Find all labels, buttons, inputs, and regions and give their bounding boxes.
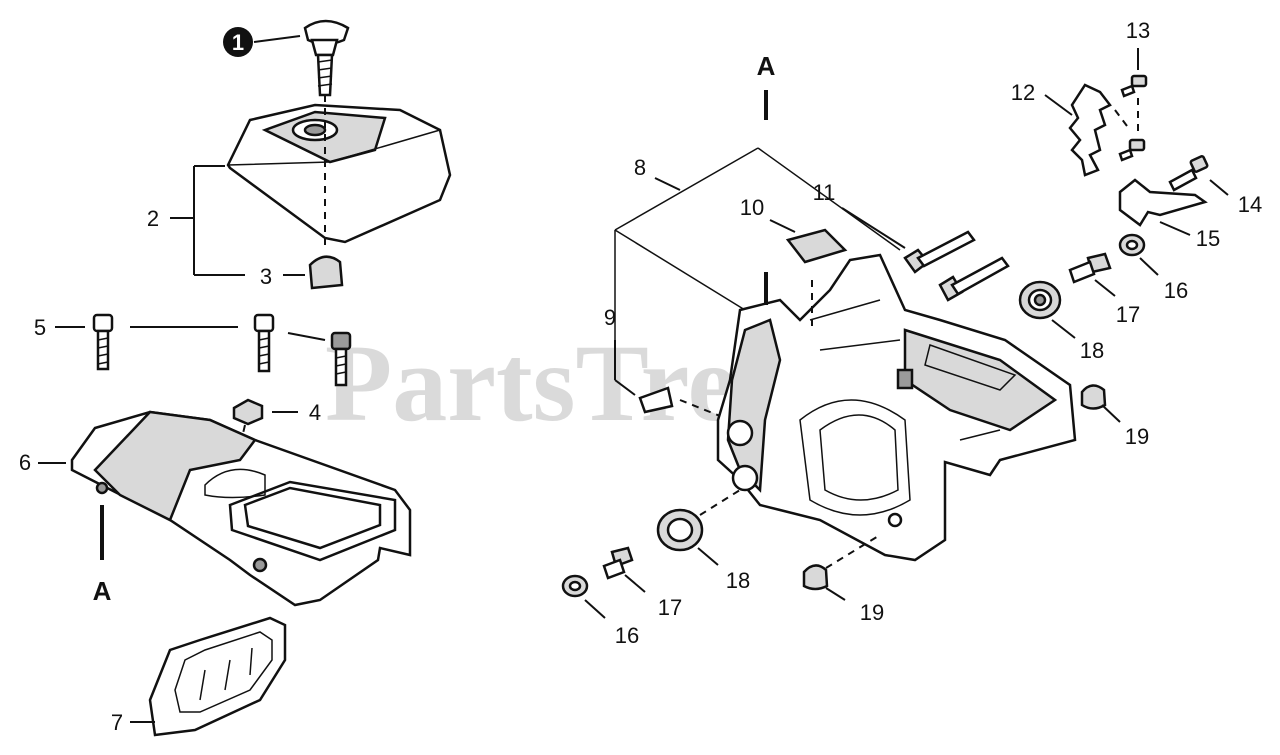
bearing <box>656 508 704 552</box>
callout-18: 18 <box>726 568 750 593</box>
callout-12: 12 <box>1011 80 1035 105</box>
cover-plug <box>308 255 344 290</box>
top-cover <box>226 103 452 244</box>
cylinder-cover <box>70 410 412 607</box>
callout-2: 2 <box>147 206 159 231</box>
grommet <box>1118 233 1146 257</box>
tank-plug <box>638 386 674 414</box>
callout-13: 13 <box>1126 18 1150 43</box>
cover-screw <box>330 331 352 387</box>
mounting-plate <box>1118 178 1208 227</box>
oil-nipple <box>602 546 634 580</box>
callout-7: 7 <box>111 710 123 735</box>
callout-14: 14 <box>1238 192 1262 217</box>
callout-16: 16 <box>615 623 639 648</box>
callout-8: 8 <box>634 155 646 180</box>
section-mark-a: A <box>757 51 776 81</box>
cover-knob-screw <box>303 19 350 97</box>
callout-4: 4 <box>309 400 321 425</box>
callout-17: 17 <box>658 595 682 620</box>
oil-nipple <box>1068 252 1112 284</box>
callout-18: 18 <box>1080 338 1104 363</box>
spike-screw <box>1118 138 1146 162</box>
callout-3: 3 <box>260 264 272 289</box>
callout-17: 17 <box>1116 302 1140 327</box>
callout-1: 1 <box>232 30 244 55</box>
callout-16: 16 <box>1164 278 1188 303</box>
label-decal <box>785 228 848 264</box>
rubber-plug <box>802 564 829 591</box>
callout-15: 15 <box>1196 226 1220 251</box>
section-mark-a: A <box>93 576 112 606</box>
callout-19: 19 <box>1125 424 1149 449</box>
callout-5: 5 <box>34 315 46 340</box>
filter-plate <box>148 616 287 737</box>
crankcase <box>716 253 1077 562</box>
bar-stud <box>938 256 1010 302</box>
grommet <box>561 574 589 598</box>
rubber-plug <box>1080 384 1107 410</box>
callout-6: 6 <box>19 450 31 475</box>
watermark: PartsTree <box>325 322 785 444</box>
callout-11: 11 <box>813 180 836 205</box>
bumper-spike <box>1068 83 1112 177</box>
cover-screw <box>253 313 275 373</box>
callout-19: 19 <box>860 600 884 625</box>
plate-screw <box>1168 155 1209 192</box>
spike-screw <box>1120 74 1148 98</box>
cover-screw <box>92 313 114 371</box>
bearing <box>1018 280 1062 320</box>
callout-1-badge <box>223 27 253 57</box>
callout-10: 10 <box>740 195 764 220</box>
callout-9: 9 <box>604 305 616 330</box>
bar-stud <box>903 230 976 274</box>
cover-grommet <box>232 398 264 426</box>
